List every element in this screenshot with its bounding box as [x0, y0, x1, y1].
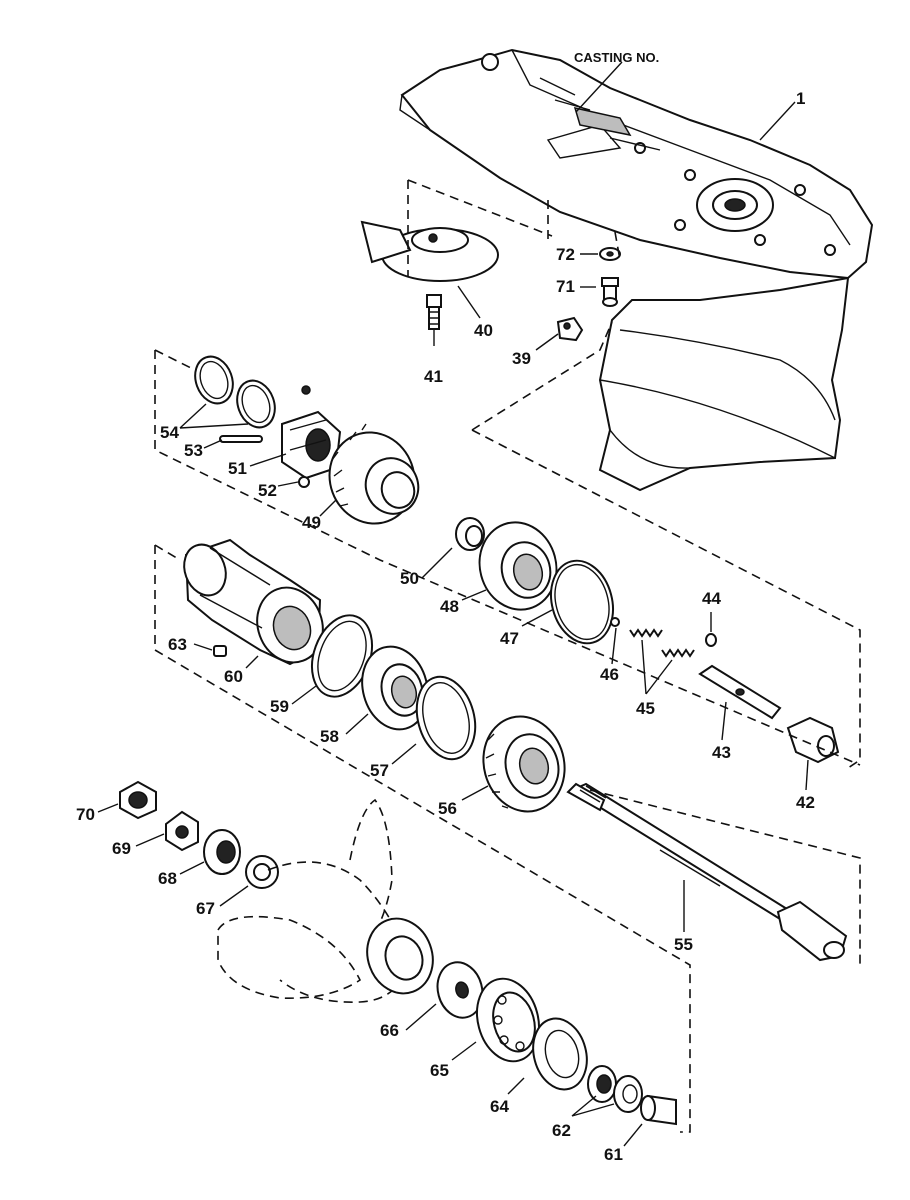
- retaining-ring-64: [532, 1017, 588, 1091]
- callout-48: 48: [440, 597, 459, 616]
- callout-54: 54: [160, 423, 179, 442]
- cam-follower-43: [698, 664, 782, 720]
- callout-56: 56: [438, 799, 457, 818]
- callout-55: 55: [674, 935, 693, 954]
- ball-46: [610, 617, 620, 627]
- callout-43: 43: [712, 743, 731, 762]
- callout-67: 67: [196, 899, 215, 918]
- callout-labels: CASTING NO. 1 72 71 40 41 39 54 53 51 52…: [76, 50, 815, 1164]
- assembly-guides: [154, 179, 861, 1133]
- callout-44: 44: [702, 589, 721, 608]
- callout-49: 49: [302, 513, 321, 532]
- spacer-68: [203, 829, 241, 875]
- callout-39: 39: [512, 349, 531, 368]
- bearing-61: [640, 1094, 677, 1126]
- callout-59: 59: [270, 697, 289, 716]
- shift-cam-42: [786, 716, 840, 764]
- leader-lines: [97, 61, 809, 1147]
- reverse-gear-49: [328, 423, 420, 525]
- callout-57: 57: [370, 761, 389, 780]
- callout-46: 46: [600, 665, 619, 684]
- ball-44: [705, 633, 717, 647]
- retainer-60: [183, 538, 324, 666]
- bearing-58: [361, 645, 429, 731]
- tab-washer-69: [165, 810, 199, 852]
- callout-66: 66: [380, 1021, 399, 1040]
- anode-39: [556, 316, 584, 342]
- callout-51: 51: [228, 459, 247, 478]
- bearing-48: [478, 521, 558, 611]
- callout-64: 64: [490, 1097, 509, 1116]
- callout-61: 61: [604, 1145, 623, 1164]
- propeller-shaft-55: [566, 782, 848, 962]
- shim-57: [415, 675, 477, 761]
- callout-72: 72: [556, 245, 575, 264]
- callout-69: 69: [112, 839, 131, 858]
- callout-71: 71: [556, 277, 575, 296]
- callout-58: 58: [320, 727, 339, 746]
- callout-60: 60: [224, 667, 243, 686]
- callout-40: 40: [474, 321, 493, 340]
- screw-71: [601, 277, 619, 307]
- casting-number-label: CASTING NO.: [574, 50, 659, 65]
- trim-tab-screw: [426, 294, 442, 330]
- callout-41: 41: [424, 367, 443, 386]
- thrust-washer-66: [436, 961, 484, 1019]
- retaining-rings-54: [194, 355, 276, 429]
- gear-housing: [399, 48, 874, 492]
- callout-70: 70: [76, 805, 95, 824]
- bearing-50: [455, 517, 485, 551]
- callout-52: 52: [258, 481, 277, 500]
- cross-pin-53: [219, 435, 263, 443]
- trim-tab: [360, 220, 499, 282]
- callout-47: 47: [500, 629, 519, 648]
- thrust-washer-67: [245, 855, 279, 889]
- forward-gear-56: [482, 715, 566, 813]
- callout-45: 45: [636, 699, 655, 718]
- callout-53: 53: [184, 441, 203, 460]
- ball-52: [298, 476, 310, 488]
- callout-63: 63: [168, 635, 187, 654]
- callout-50: 50: [400, 569, 419, 588]
- seals-62: [587, 1065, 643, 1113]
- o-ring-47: [550, 559, 614, 645]
- washer-72: [599, 247, 621, 261]
- springs-45: [629, 628, 695, 658]
- callout-1: 1: [796, 89, 805, 108]
- bearing-carrier-65: [476, 977, 540, 1063]
- callout-62: 62: [552, 1121, 571, 1140]
- callout-42: 42: [796, 793, 815, 812]
- callout-65: 65: [430, 1061, 449, 1080]
- propeller-outline: [217, 798, 434, 1003]
- key-63: [213, 645, 227, 657]
- callout-68: 68: [158, 869, 177, 888]
- prop-nut-70: [119, 780, 157, 820]
- o-ring-59: [311, 614, 373, 698]
